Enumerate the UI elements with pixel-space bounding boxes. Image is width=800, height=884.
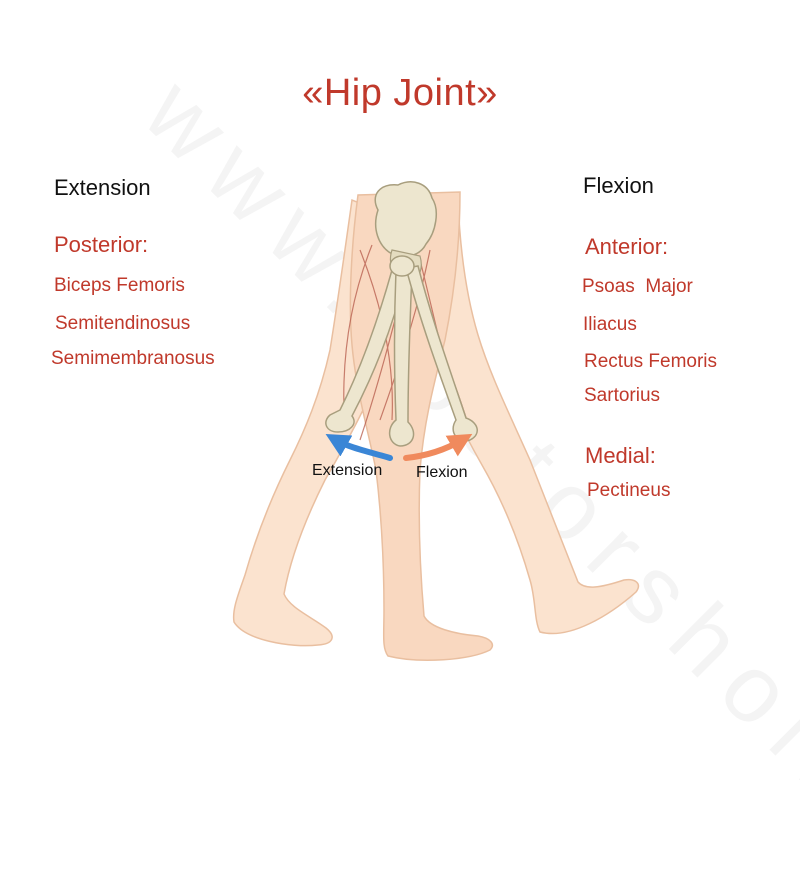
muscle-biceps-femoris: Biceps Femoris	[54, 275, 185, 296]
posterior-group-label: Posterior:	[54, 232, 149, 257]
flexion-heading: Flexion	[583, 173, 654, 198]
muscle-rectus-femoris: Rectus Femoris	[584, 351, 718, 372]
anterior-group-label: Anterior:	[585, 234, 669, 259]
extension-arrow-label: Extension	[312, 462, 383, 479]
medial-group-label: Medial:	[585, 443, 656, 468]
muscle-psoas-major: Psoas Major	[582, 276, 693, 297]
flexion-arrow-label: Flexion	[416, 464, 468, 481]
hip-joint-diagram: www.doctorshol.ir «Hip Joint» Extension …	[51, 58, 800, 883]
femur-bones	[325, 255, 478, 447]
muscle-semimembranosus: Semimembranosus	[51, 348, 215, 369]
extension-arrow	[325, 434, 393, 461]
legs-illustration	[232, 181, 640, 662]
muscle-semitendinosus: Semitendinosus	[55, 313, 191, 334]
muscle-pectineus: Pectineus	[587, 480, 671, 501]
muscle-sartorius: Sartorius	[584, 385, 661, 406]
muscle-iliacus: Iliacus	[583, 314, 637, 335]
page-title: «Hip Joint»	[302, 72, 498, 114]
extension-heading: Extension	[54, 175, 151, 200]
flexion-arrow	[403, 433, 473, 461]
